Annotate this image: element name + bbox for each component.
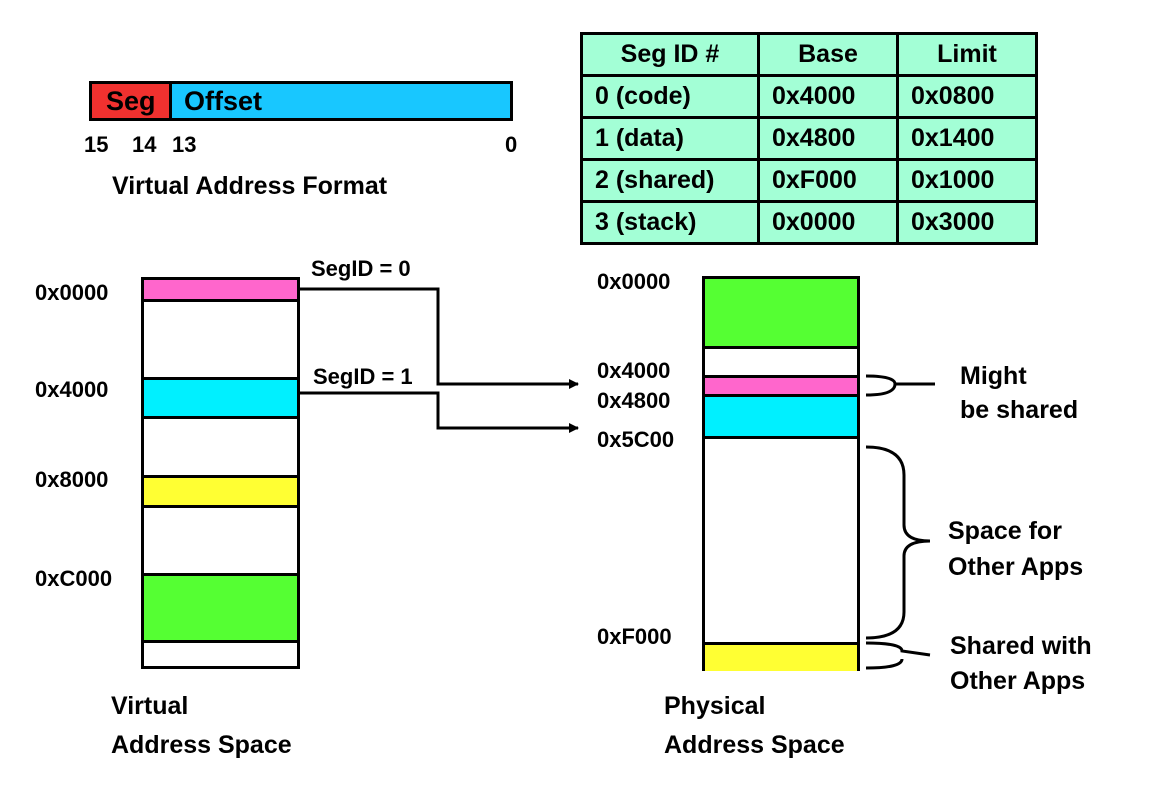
virtual-caption-line1: Virtual bbox=[111, 692, 189, 720]
address-format-bar: Seg Offset bbox=[89, 81, 513, 121]
virtual-stack-segment bbox=[144, 573, 297, 643]
physical-code-segment bbox=[705, 375, 857, 397]
table-row: 1 (data) 0x4800 0x1400 bbox=[580, 116, 1038, 161]
note-might: Might bbox=[960, 362, 1027, 390]
table-cell: 0x1400 bbox=[896, 116, 1038, 161]
segid-1-arrow bbox=[300, 391, 579, 433]
virtual-address-space bbox=[141, 277, 300, 669]
physical-address-space bbox=[702, 276, 860, 671]
note-shared-with: Shared with bbox=[950, 632, 1092, 660]
physical-shared-segment bbox=[705, 642, 857, 671]
table-cell: 0x1000 bbox=[896, 158, 1038, 203]
table-cell: 2 (shared) bbox=[580, 158, 760, 203]
header-seg-id: Seg ID # bbox=[580, 32, 760, 77]
table-cell: 0x3000 bbox=[896, 200, 1038, 245]
physical-caption-line1: Physical bbox=[664, 692, 766, 720]
shared-with-brace bbox=[865, 641, 931, 670]
table-cell: 3 (stack) bbox=[580, 200, 760, 245]
note-other-apps-2: Other Apps bbox=[950, 667, 1086, 695]
virtual-addr-c000: 0xC000 bbox=[35, 566, 113, 591]
physical-addr-5c00: 0x5C00 bbox=[597, 427, 675, 452]
other-apps-brace bbox=[865, 445, 931, 640]
physical-addr-4800: 0x4800 bbox=[597, 388, 671, 413]
virtual-caption-line2: Address Space bbox=[111, 731, 292, 759]
might-be-shared-brace bbox=[865, 374, 935, 397]
offset-field: Offset bbox=[172, 84, 510, 118]
table-row: 3 (stack) 0x0000 0x3000 bbox=[580, 200, 1038, 245]
format-caption: Virtual Address Format bbox=[112, 172, 388, 200]
table-cell: 0x4800 bbox=[757, 116, 899, 161]
bit-14-label: 14 bbox=[132, 132, 157, 157]
physical-data-segment bbox=[705, 397, 857, 439]
bit-15-label: 15 bbox=[84, 132, 109, 157]
virtual-data-segment bbox=[144, 377, 297, 419]
table-cell: 0x0000 bbox=[757, 200, 899, 245]
seg-field: Seg bbox=[92, 84, 172, 118]
virtual-addr-8000: 0x8000 bbox=[35, 467, 109, 492]
bit-0-label: 0 bbox=[505, 132, 518, 157]
note-space-for: Space for bbox=[948, 517, 1062, 545]
virtual-shared-segment bbox=[144, 475, 297, 508]
segid-0-arrow bbox=[300, 287, 579, 389]
segment-table: Seg ID # Base Limit 0 (code) 0x4000 0x08… bbox=[580, 32, 1038, 245]
table-cell: 1 (data) bbox=[580, 116, 760, 161]
table-cell: 0xF000 bbox=[757, 158, 899, 203]
table-row: 0 (code) 0x4000 0x0800 bbox=[580, 74, 1038, 119]
physical-addr-f000: 0xF000 bbox=[597, 624, 672, 649]
bit-13-label: 13 bbox=[172, 132, 197, 157]
table-cell: 0x4000 bbox=[757, 74, 899, 119]
table-row: 2 (shared) 0xF000 0x1000 bbox=[580, 158, 1038, 203]
header-base: Base bbox=[757, 32, 899, 77]
note-be-shared: be shared bbox=[960, 396, 1079, 424]
segid-1-label: SegID = 1 bbox=[313, 364, 413, 389]
physical-addr-0000: 0x0000 bbox=[597, 269, 671, 294]
segid-0-label: SegID = 0 bbox=[311, 256, 411, 281]
physical-stack-segment bbox=[705, 279, 857, 349]
table-header-row: Seg ID # Base Limit bbox=[580, 32, 1038, 77]
header-limit: Limit bbox=[896, 32, 1038, 77]
physical-caption-line2: Address Space bbox=[664, 731, 845, 759]
virtual-addr-4000: 0x4000 bbox=[35, 377, 109, 402]
note-other-apps: Other Apps bbox=[948, 553, 1084, 581]
table-cell: 0x0800 bbox=[896, 74, 1038, 119]
table-cell: 0 (code) bbox=[580, 74, 760, 119]
virtual-addr-0000: 0x0000 bbox=[35, 280, 109, 305]
physical-addr-4000: 0x4000 bbox=[597, 358, 671, 383]
virtual-code-segment bbox=[144, 280, 297, 302]
